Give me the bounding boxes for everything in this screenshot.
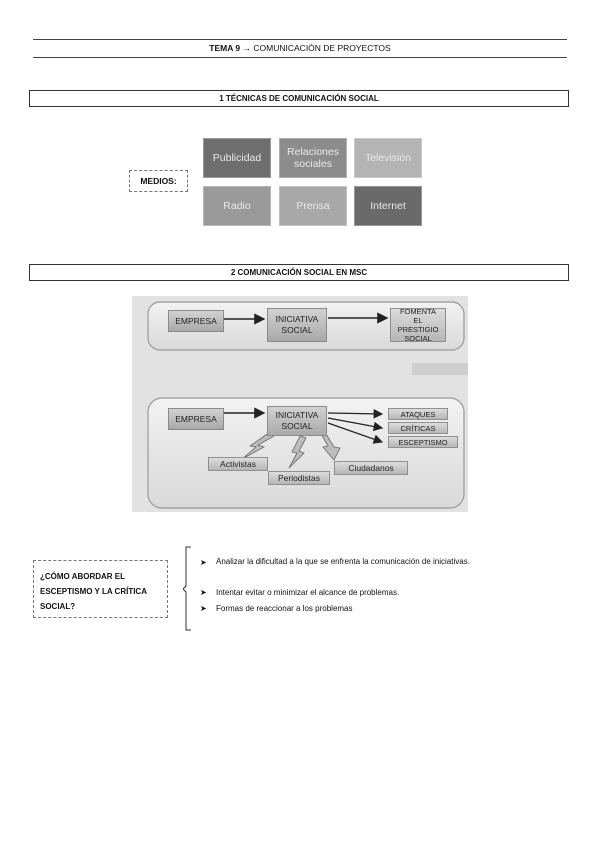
medios-label: MEDIOS: bbox=[129, 170, 188, 192]
tile-publicidad: Publicidad bbox=[203, 138, 271, 178]
bracket-icon bbox=[183, 546, 191, 631]
question-box: ¿CÓMO ABORDAR EL ESCEPTISMO Y LA CRÍTICA… bbox=[33, 560, 168, 618]
outcome-criticas: CRÍTICAS bbox=[388, 422, 448, 434]
iniciativa-box-top: INICIATIVA SOCIAL bbox=[267, 308, 327, 342]
actor-ciudadanos: Ciudadanos bbox=[334, 461, 408, 475]
arrow-to-ataques bbox=[327, 409, 384, 419]
header-arrow: → bbox=[242, 43, 252, 53]
outcome-esceptismo: ESCEPTISMO bbox=[388, 436, 458, 448]
outcome-ataques: ATAQUES bbox=[388, 408, 448, 420]
tile-prensa: Prensa bbox=[279, 186, 347, 226]
diagram-graphics bbox=[147, 301, 468, 509]
tile-internet: Internet bbox=[354, 186, 422, 226]
header-title: COMUNICACIÓN DE PROYECTOS bbox=[253, 43, 391, 53]
tile-relaciones-sociales: Relaciones sociales bbox=[279, 138, 347, 178]
bullet-icon-1: ➤ bbox=[200, 558, 207, 567]
bolt-activistas bbox=[241, 431, 275, 460]
header-rule-bottom bbox=[33, 57, 567, 58]
question-item-1: Analizar la dificultad a la que se enfre… bbox=[216, 557, 470, 566]
header-topic: TEMA 9 bbox=[209, 43, 241, 53]
actor-activistas: Activistas bbox=[208, 457, 268, 471]
question-item-3: Formas de reaccionar a los problemas bbox=[216, 604, 353, 613]
page-header: TEMA 9 → COMUNICACIÓN DE PROYECTOS bbox=[33, 43, 567, 53]
empresa-box-top: EMPRESA bbox=[168, 310, 224, 332]
panel-gap-bar bbox=[412, 363, 468, 375]
bolt-periodistas bbox=[288, 435, 307, 469]
section-1-heading: 1 TÉCNICAS DE COMUNICACIÓN SOCIAL bbox=[29, 90, 569, 107]
question-item-2: Intentar evitar o minimizar el alcance d… bbox=[216, 588, 400, 597]
fomenta-box: FOMENTA EL PRESTIGIO SOCIAL bbox=[390, 307, 446, 343]
arrow-to-esceptismo bbox=[327, 422, 384, 444]
arrow-to-criticas bbox=[327, 417, 384, 432]
bullet-icon-3: ➤ bbox=[200, 604, 207, 613]
empresa-box-bottom: EMPRESA bbox=[168, 408, 224, 430]
tile-television: Televisión bbox=[354, 138, 422, 178]
bullet-icon-2: ➤ bbox=[200, 588, 207, 597]
tile-radio: Radio bbox=[203, 186, 271, 226]
section-2-heading: 2 COMUNICACIÓN SOCIAL EN MSC bbox=[29, 264, 569, 281]
iniciativa-box-bottom: INICIATIVA SOCIAL bbox=[267, 406, 327, 436]
panel-bottom bbox=[147, 397, 465, 509]
msc-diagram: EMPRESA INICIATIVA SOCIAL FOMENTA EL PRE… bbox=[132, 296, 468, 512]
bolt-ciudadanos bbox=[319, 431, 341, 461]
header-rule-top bbox=[33, 39, 567, 40]
actor-periodistas: Periodistas bbox=[268, 471, 330, 485]
